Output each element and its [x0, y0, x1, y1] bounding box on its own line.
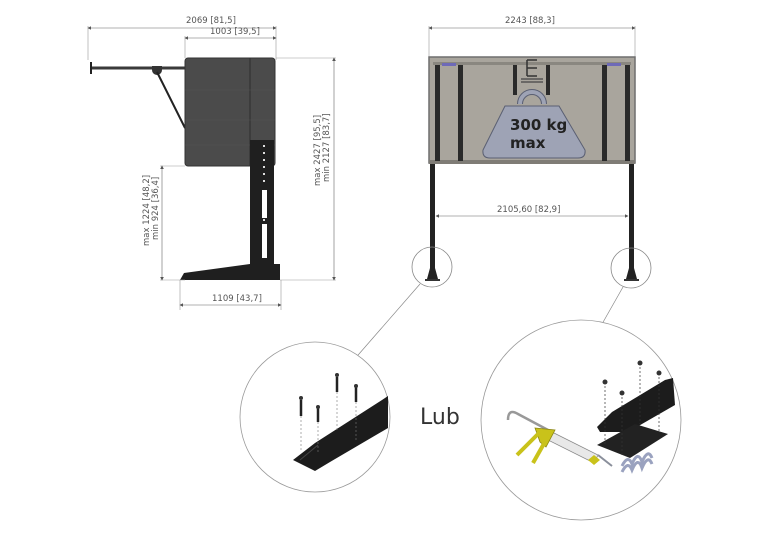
support-arm [90, 62, 186, 129]
side-view: max 1224 [48,2] min 924 [36,4] max 2427 … [87, 26, 336, 310]
base-depth-label: 1109 [43,7] [212, 294, 262, 304]
stand-legs [425, 164, 639, 281]
dimension-overall-width-side [87, 26, 277, 60]
load-capacity-value: 300 kg [510, 116, 567, 134]
dimension-stand-height: max 1224 [48,2] min 924 [36,4] [142, 165, 185, 281]
front-view: 300 kg max [351, 26, 652, 363]
total-height-min-label: min 2127 [83,7] [322, 113, 332, 182]
overall-width-front-label: 2243 [88,3] [505, 16, 555, 26]
dimension-base-depth [179, 280, 282, 310]
callout-circle-right [610, 247, 652, 289]
stand-column [180, 140, 280, 280]
detail-right-foot-sealant [480, 319, 682, 521]
weight-load-icon: 300 kg max [482, 89, 586, 159]
dimension-overall-width-front [428, 26, 636, 58]
total-height-max-label: max 2427 [95,5] [313, 115, 323, 186]
load-capacity-max: max [510, 134, 546, 152]
stand-height-min-label: min 924 [36,4] [151, 177, 161, 240]
overall-width-side-label: 2069 [81,5] [186, 16, 236, 26]
callout-circle-left [411, 246, 453, 288]
screen-depth-label: 1003 [39,5] [210, 27, 260, 37]
dimension-screen-depth [184, 36, 277, 58]
leg-spacing-label: 2105,60 [82,9] [497, 205, 561, 215]
caulking-gun-icon [506, 410, 613, 467]
lubricate-label: Lub [420, 405, 460, 430]
stand-height-max-label: max 1224 [48,2] [142, 175, 152, 246]
dimension-total-height: max 2427 [95,5] min 2127 [83,7] [276, 57, 336, 281]
detail-left-foot [239, 341, 391, 493]
